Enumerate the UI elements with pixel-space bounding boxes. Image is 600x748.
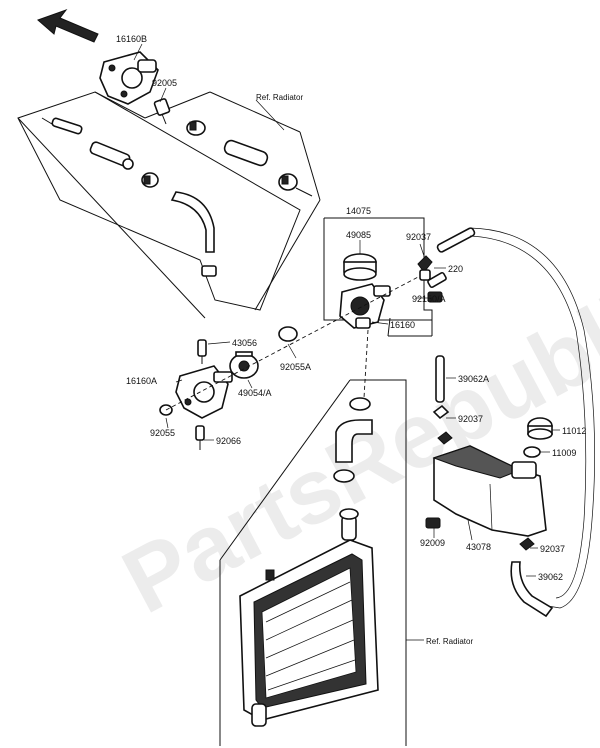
- connector-pipe: [89, 141, 134, 170]
- label-49085: 49085: [346, 230, 371, 240]
- bolt-92009: [425, 517, 441, 529]
- axis-dashed-line: [165, 275, 421, 411]
- callout-labels: 16160B 92005 Ref. Radiator 14075 49085 9…: [116, 34, 586, 646]
- sensor-43056: [197, 339, 207, 364]
- thermostat-housing-16160b: [99, 51, 159, 105]
- o-ring-92055a: [278, 326, 298, 342]
- sensor-92066: [195, 425, 205, 450]
- label-92037-c: 92037: [540, 544, 565, 554]
- label-92150a: 92150/A: [412, 294, 446, 304]
- label-92005: 92005: [152, 78, 177, 88]
- radiator-cap-49085: [343, 253, 377, 281]
- label-16160b: 16160B: [116, 34, 147, 44]
- filler-neck-group-14075: [323, 217, 433, 337]
- front-arrow-icon: [37, 8, 99, 43]
- label-ref-radiator-top: Ref. Radiator: [256, 93, 303, 102]
- label-16160a: 16160A: [126, 376, 157, 386]
- reservoir-cap-11012: [527, 417, 553, 440]
- filler-neck-16160: [339, 283, 391, 329]
- ref-radiator-box-bottom: [219, 379, 407, 746]
- thermostat-housing-16160a: [175, 365, 233, 419]
- hose-clamp-2: [141, 172, 159, 188]
- gasket-11009: [523, 446, 541, 458]
- label-ref-radiator-bottom: Ref. Radiator: [426, 637, 473, 646]
- hose-straight: [223, 139, 269, 167]
- label-39062a: 39062A: [458, 374, 489, 384]
- label-220: 220: [448, 264, 463, 274]
- label-11012: 11012: [562, 426, 586, 436]
- clip-220: [419, 269, 431, 281]
- overflow-pipe-39062a: [435, 355, 445, 403]
- ref-radiator-box-top: [17, 91, 321, 319]
- label-92037-a: 92037: [406, 232, 431, 242]
- sensor-92005: [153, 98, 171, 125]
- hose-clamp-1: [186, 120, 206, 136]
- hose-bent: [170, 191, 217, 277]
- overflow-pipe-short: [436, 227, 476, 253]
- bolt-92150a: [427, 271, 447, 303]
- label-11009: 11009: [552, 448, 576, 458]
- label-49054a: 49054/A: [238, 388, 272, 398]
- thermostat-49054a: [229, 351, 259, 379]
- radiator-hose-elbow: [333, 397, 373, 483]
- label-92066: 92066: [216, 436, 241, 446]
- label-14075: 14075: [346, 206, 371, 216]
- radiator-fins: [265, 581, 356, 691]
- label-92055: 92055: [150, 428, 175, 438]
- label-16160: 16160: [390, 320, 415, 330]
- label-92037-b: 92037: [458, 414, 483, 424]
- hose-clamp-3: [278, 173, 313, 197]
- radiator: [239, 508, 379, 727]
- label-43056: 43056: [232, 338, 257, 348]
- label-92009: 92009: [420, 538, 445, 548]
- bolt-part: [41, 117, 83, 135]
- clip-92037c: [519, 537, 535, 551]
- leader-lines: [133, 43, 560, 641]
- label-92055a: 92055A: [280, 362, 311, 372]
- hose-39062: [510, 561, 554, 618]
- overflow-hose-path: [469, 227, 596, 609]
- reservoir-tank-43078: [432, 445, 547, 537]
- label-39062: 39062: [538, 572, 563, 582]
- clip-92037b: [432, 404, 453, 445]
- label-43078: 43078: [466, 542, 491, 552]
